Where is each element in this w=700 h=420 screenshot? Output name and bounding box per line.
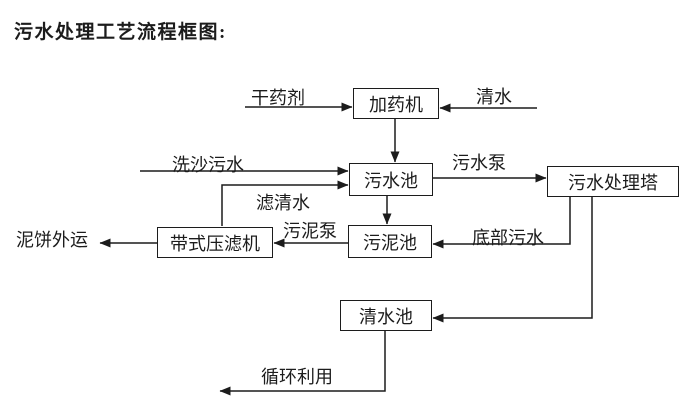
flow-label-bottom-sewage: 底部污水 [472, 228, 544, 248]
flow-label-sand-washing-sewage: 洗沙污水 [172, 155, 244, 175]
node-sludge-pool: 污泥池 [348, 225, 432, 258]
flow-label-clean-water: 清水 [476, 87, 512, 107]
node-belt-filter-press: 带式压滤机 [157, 227, 273, 258]
flow-label-sewage-pump: 污水泵 [452, 153, 506, 173]
flow-label-recycling: 循环利用 [261, 367, 333, 387]
flow-label-sludge-pump: 污泥泵 [283, 221, 337, 241]
arrow-tower-to-clean-water-pool [432, 197, 593, 323]
flow-label-filtered-water: 滤清水 [256, 193, 310, 213]
node-sewage-treatment-tower: 污水处理塔 [547, 166, 679, 197]
arrow-recycling-out [219, 331, 386, 396]
flow-label-mud-cake-out: 泥饼外运 [16, 230, 88, 250]
node-dosing-machine: 加药机 [353, 88, 439, 119]
node-sewage-pool: 污水池 [349, 163, 433, 196]
flow-label-dry-chemical: 干药剂 [251, 88, 305, 108]
arrow-bottom-sewage-to-sludge-pool [432, 197, 571, 249]
arrow-filtered-water-to-sewage-pool [221, 180, 349, 226]
node-clean-water-pool: 清水池 [340, 300, 432, 331]
page-title: 污水处理工艺流程框图: [14, 22, 227, 43]
